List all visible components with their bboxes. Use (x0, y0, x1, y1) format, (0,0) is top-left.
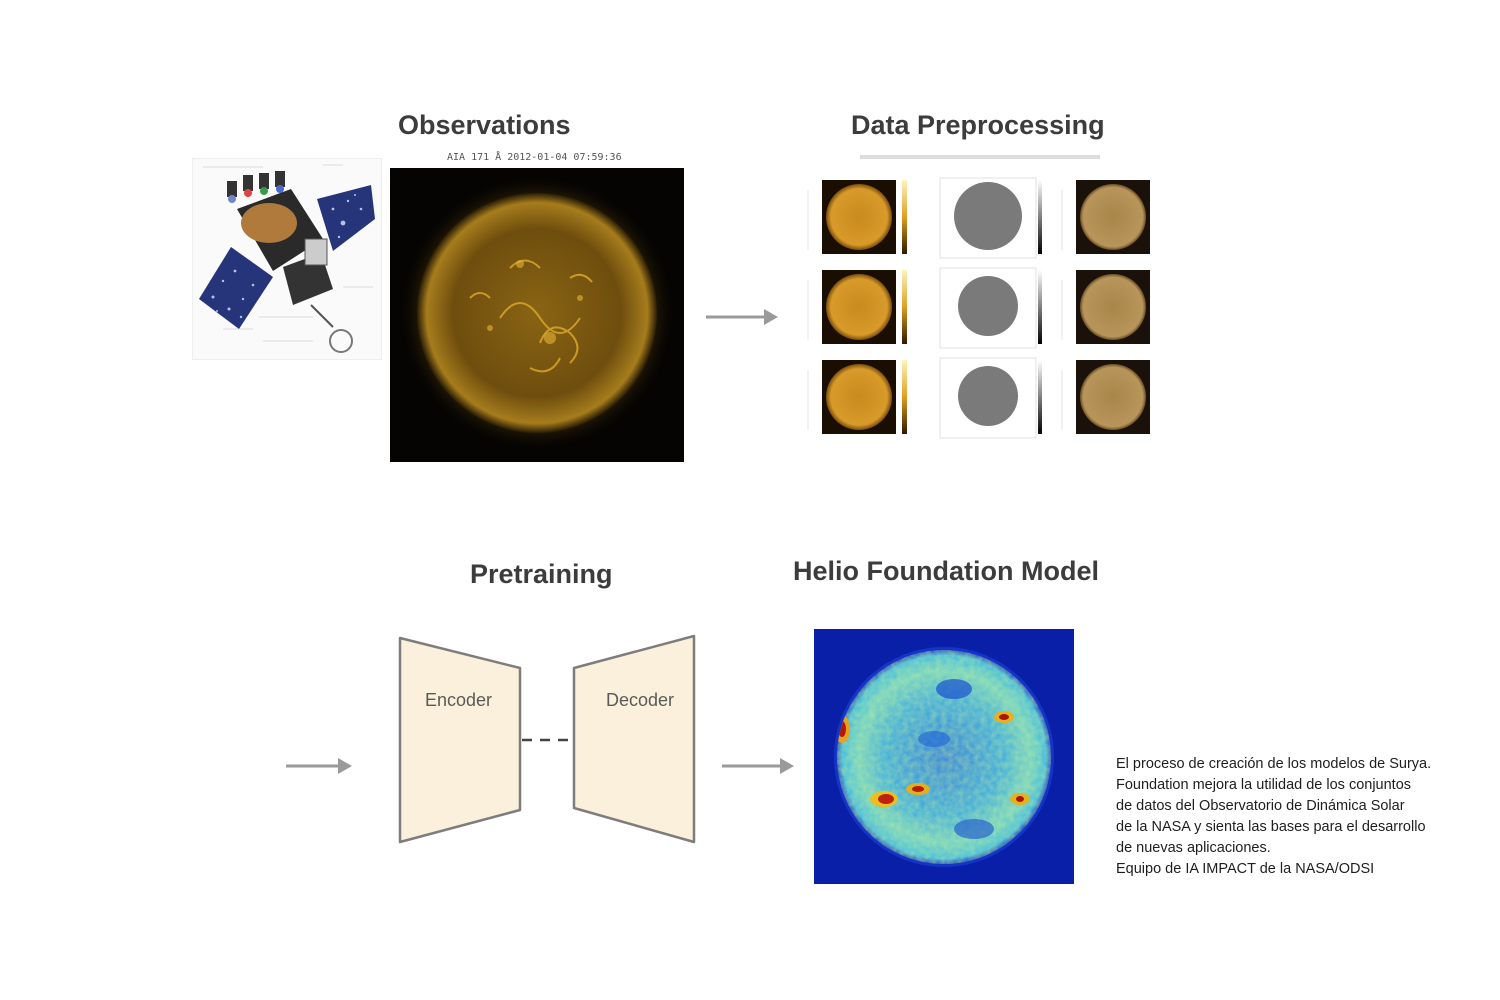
encoder-label: Encoder (425, 690, 493, 710)
decoder-label: Decoder (606, 690, 675, 710)
preprocessing-grid-caption (860, 155, 1100, 159)
caption-line: de la NASA y sienta las bases para el de… (1116, 819, 1426, 835)
arrow-pretraining-to-model (720, 755, 796, 777)
preprocessing-title: Data Preprocessing (851, 110, 1105, 140)
helio-model-output-image (814, 629, 1074, 884)
pretraining-title: Pretraining (470, 559, 613, 589)
caption-line: Equipo de IA IMPACT de la NASA/ODSI (1116, 861, 1375, 877)
observations-title: Observations (398, 110, 571, 140)
figure-caption: El proceso de creación de los modelos de… (1116, 754, 1486, 880)
caption-line: Foundation mejora la utilidad de los con… (1116, 777, 1412, 793)
caption-line: de nuevas aplicaciones. (1116, 840, 1271, 856)
encoder-decoder-diagram (396, 630, 698, 848)
arrow-into-pretraining (284, 755, 354, 777)
model-title: Helio Foundation Model (793, 556, 1099, 586)
preprocessing-grid (800, 170, 1160, 445)
sdo-spacecraft-illustration (192, 158, 382, 360)
caption-line: El proceso de creación de los modelos de… (1116, 756, 1432, 772)
arrow-observations-to-preprocessing (704, 306, 780, 328)
aia-sun-image (390, 168, 684, 462)
caption-line: de datos del Observatorio de Dinámica So… (1116, 798, 1405, 814)
aia-image-label: AIA 171 Å 2012-01-04 07:59:36 (447, 152, 622, 163)
